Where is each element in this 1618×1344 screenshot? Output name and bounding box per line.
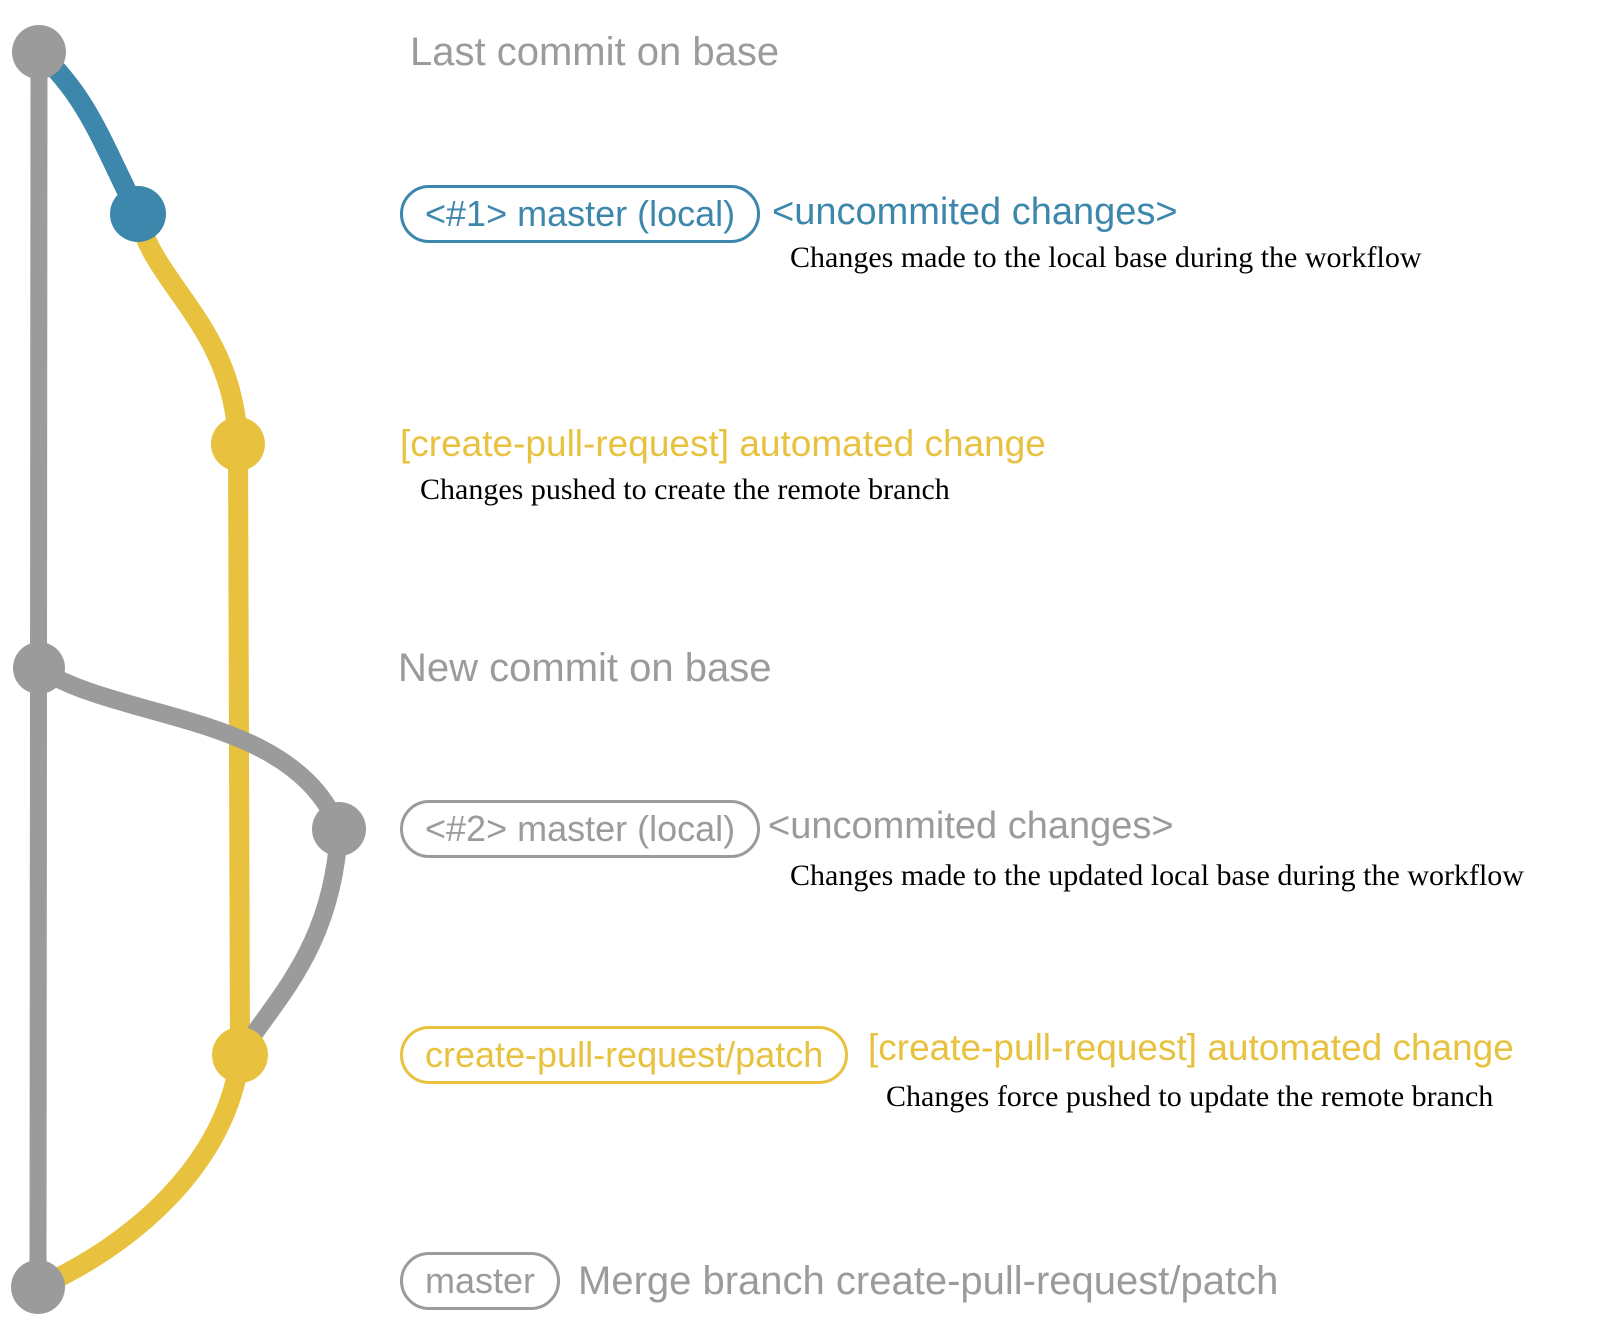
commit-node-local-2 [312, 802, 366, 856]
label-last-commit-on-base: Last commit on base [410, 30, 780, 74]
commit-node-remote-1 [211, 417, 265, 471]
commit-node-base-1 [12, 25, 66, 79]
remote-branch-edge-1 [128, 204, 248, 454]
badge-master-local-1: <#1> master (local) [400, 185, 761, 243]
message-automated-change-1: [create-pull-request] automated change [400, 423, 1046, 464]
commit-node-local-1 [110, 186, 166, 242]
local-branch-edge-1 [29, 42, 148, 224]
note-remote-push-2: Changes force pushed to update the remot… [886, 1080, 1494, 1113]
merge-edge [28, 1045, 250, 1297]
note-local-changes-2: Changes made to the updated local base d… [790, 859, 1524, 892]
commit-node-remote-2 [212, 1027, 268, 1083]
badge-master-local-2: <#2> master (local) [400, 800, 761, 858]
local-to-remote-edge [231, 820, 348, 1064]
note-remote-push-1: Changes pushed to create the remote bran… [420, 473, 950, 506]
label-merge-branch: Merge branch create-pull-request/patch [578, 1259, 1279, 1303]
message-uncommited-changes-1: <uncommited changes> [772, 191, 1178, 233]
message-uncommited-changes-2: <uncommited changes> [768, 805, 1174, 847]
label-new-commit-on-base: New commit on base [398, 646, 772, 690]
message-automated-change-2: [create-pull-request] automated change [868, 1027, 1514, 1068]
note-local-changes-1: Changes made to the local base during th… [790, 241, 1422, 274]
remote-branch-line [228, 434, 250, 1065]
badge-create-pull-request-patch: create-pull-request/patch [400, 1026, 849, 1084]
commit-node-merge [11, 1260, 65, 1314]
base-update-edge [30, 659, 348, 838]
commit-node-base-2 [13, 642, 65, 694]
badge-master: master [400, 1252, 561, 1310]
